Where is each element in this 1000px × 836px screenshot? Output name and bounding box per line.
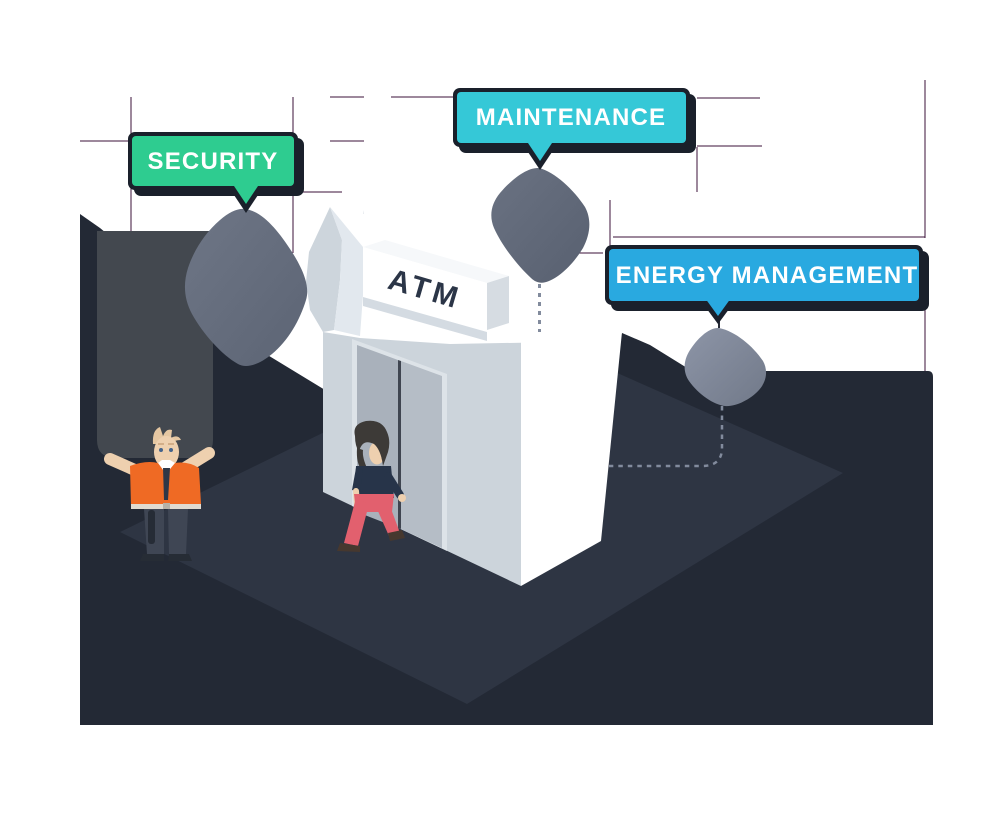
guard-character <box>104 427 215 561</box>
blueprint-grid <box>80 80 926 371</box>
rooftop-facet-outer <box>306 207 342 332</box>
security-marker-blob <box>184 208 308 366</box>
walker-hand <box>398 494 406 502</box>
rooftop-facet-inner <box>330 207 363 336</box>
security-label-text: SECURITY <box>148 148 279 175</box>
connectors <box>184 167 767 468</box>
sign-front-face <box>363 247 487 330</box>
sign-top-face <box>363 240 509 283</box>
atm-building: ATM <box>306 88 622 586</box>
energy-marker-blob <box>684 327 767 407</box>
guard-collar <box>158 460 175 474</box>
security-label-box <box>132 136 294 186</box>
maintenance-pointer <box>526 140 554 161</box>
door-divider <box>398 360 401 529</box>
atm-sign: ATM <box>363 240 509 341</box>
label-maintenance: MAINTENANCE <box>453 88 696 170</box>
maintenance-marker-blob <box>491 167 590 283</box>
walker-shoe <box>337 543 360 552</box>
guard-shoe <box>168 554 192 561</box>
guard-eye <box>169 448 173 452</box>
walking-character <box>337 420 406 552</box>
label-security: SECURITY <box>128 132 304 213</box>
building-right-face <box>521 332 622 586</box>
guard-belt-buckle <box>163 503 170 509</box>
walker-right-arm <box>384 472 404 499</box>
walker-leg-back <box>373 498 400 536</box>
guard-shoe <box>140 554 164 561</box>
energy-pointer <box>705 298 731 316</box>
walker-hair-lock <box>356 448 368 470</box>
door-panel-right <box>401 361 442 548</box>
energy-dashed-lead <box>609 406 724 468</box>
sign-shadow <box>363 297 487 341</box>
walker-left-sleeve <box>352 468 363 492</box>
guard-tie <box>163 468 170 500</box>
walker-hair <box>354 420 390 466</box>
energy-label-box <box>609 249 919 301</box>
energy-label-text: ENERGY MANAGEMENT <box>616 262 919 289</box>
walker-shoe <box>388 530 405 541</box>
maintenance-label-text: MAINTENANCE <box>476 104 667 131</box>
guard-baton <box>148 510 155 544</box>
guard-leg <box>168 509 188 554</box>
pillar-slab <box>97 231 213 458</box>
security-pointer <box>232 183 260 204</box>
maintenance-label-box <box>457 92 686 143</box>
sign-side-face <box>487 276 509 330</box>
label-energy-management: ENERGY MANAGEMENT <box>605 245 929 324</box>
walker-leg-front <box>344 498 369 546</box>
guard-eye <box>159 448 163 452</box>
walker-top <box>354 466 394 498</box>
